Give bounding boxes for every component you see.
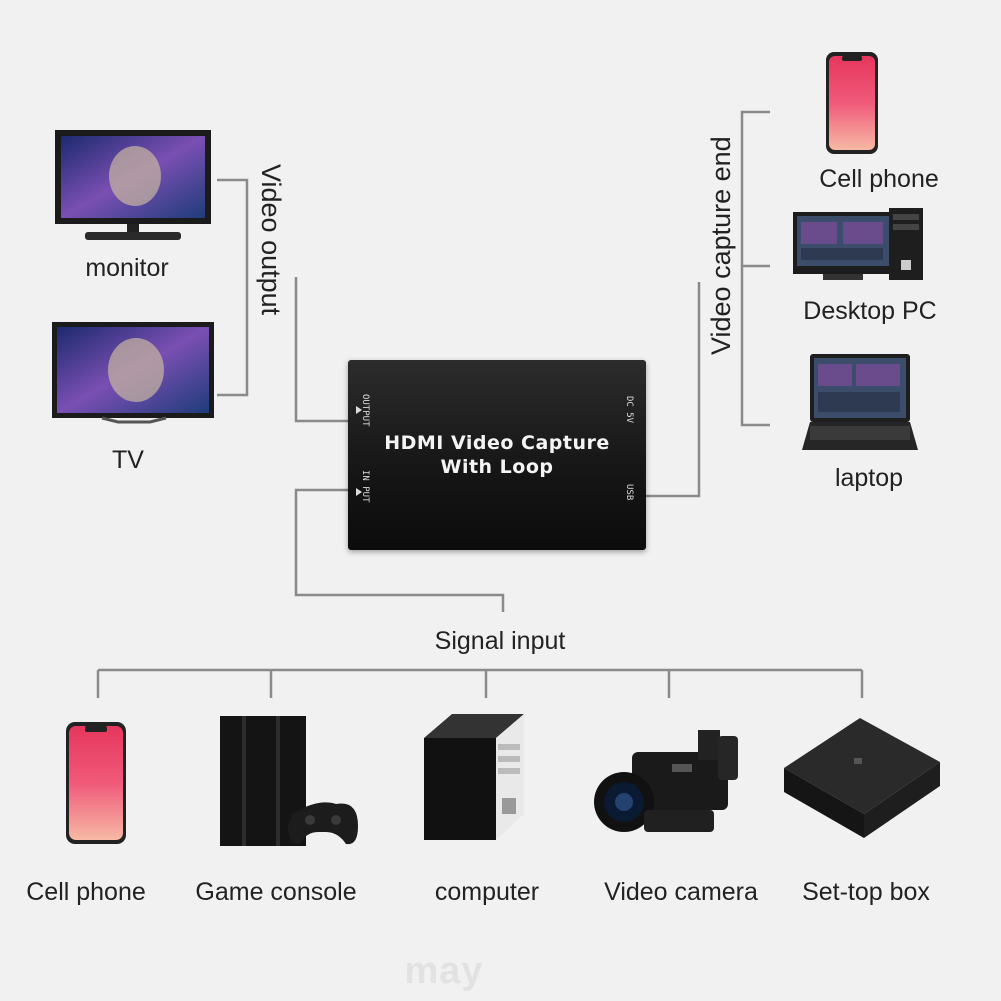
laptop-icon	[802, 354, 918, 450]
monitor-icon	[55, 130, 211, 240]
video-output-label: Video output	[256, 164, 286, 316]
output-to-box-line	[294, 277, 348, 423]
video-camera-label: Video camera	[604, 878, 758, 906]
monitor-label: monitor	[85, 254, 169, 282]
game-console-label: Game console	[195, 878, 357, 906]
desktop-pc-icon	[793, 208, 923, 280]
desktop-pc-label: Desktop PC	[803, 297, 937, 325]
input-to-box-line	[294, 488, 505, 612]
port-input-label: IN PUT	[360, 470, 370, 503]
input-cell-phone-icon	[66, 722, 126, 844]
device-title-line1: HDMI Video Capture	[384, 432, 610, 454]
video-camera-icon	[594, 730, 738, 832]
usb-to-capture-line	[646, 282, 701, 498]
video-capture-end-label: Video capture end	[706, 136, 736, 355]
device-title-line2: With Loop	[440, 456, 554, 478]
port-dc-label: DC 5V	[624, 396, 634, 424]
computer-icon	[424, 714, 524, 840]
signal-input-label: Signal input	[434, 627, 566, 655]
tv-label: TV	[112, 446, 144, 474]
watermark-text: may	[404, 950, 484, 992]
capture-cell-phone-label: Cell phone	[819, 165, 939, 193]
computer-label: computer	[434, 878, 540, 906]
game-console-icon	[220, 716, 358, 846]
hdmi-capture-device: HDMI Video Capture With Loop OUTPUT IN P…	[348, 360, 646, 550]
capture-bracket	[740, 110, 770, 427]
output-arrow-icon	[356, 406, 362, 414]
input-arrow-icon	[356, 488, 362, 496]
cell-phone-icon	[826, 52, 878, 154]
port-usb-label: USB	[624, 484, 634, 501]
set-top-box-icon	[784, 718, 940, 838]
laptop-label: laptop	[834, 464, 904, 492]
input-cell-phone-label: Cell phone	[26, 878, 146, 906]
tv-icon	[52, 322, 214, 424]
output-bracket	[217, 178, 249, 397]
set-top-box-label: Set-top box	[802, 878, 930, 906]
